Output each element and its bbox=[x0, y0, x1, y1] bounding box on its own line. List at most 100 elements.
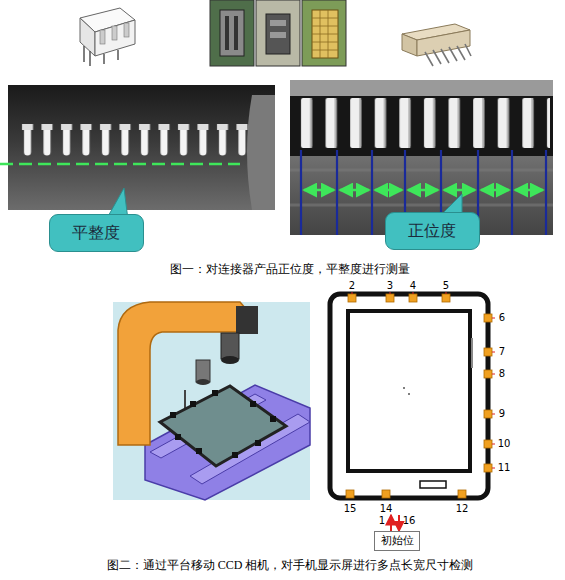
connector-photo bbox=[290, 96, 553, 156]
measure-point bbox=[484, 410, 492, 418]
inspection-machine bbox=[170, 412, 176, 418]
phone-outline bbox=[420, 481, 446, 488]
connector-photo bbox=[0, 163, 240, 166]
connector-photo bbox=[18, 124, 250, 160]
connector-icon bbox=[210, 0, 254, 66]
connector-photo bbox=[371, 150, 373, 235]
leader-line bbox=[446, 292, 447, 294]
connector-photo bbox=[247, 95, 275, 210]
leader-line bbox=[492, 352, 495, 353]
connector-icon bbox=[210, 0, 346, 66]
measure-point bbox=[348, 294, 356, 302]
connector-photo bbox=[511, 150, 513, 235]
connector-icon bbox=[95, 20, 135, 56]
callout-number: 11 bbox=[498, 462, 511, 474]
connector-icon bbox=[266, 14, 290, 54]
leader-line bbox=[413, 292, 414, 294]
connector-icon bbox=[124, 23, 129, 37]
leader-line bbox=[352, 292, 353, 294]
move-arrow bbox=[391, 515, 399, 531]
measure-point bbox=[484, 464, 492, 472]
inspection-machine bbox=[190, 401, 196, 407]
box-text: 正位度 bbox=[408, 222, 456, 240]
callout-number: 6 bbox=[499, 312, 505, 324]
connector-icon bbox=[225, 16, 229, 50]
connector-icon bbox=[402, 34, 417, 56]
connector-icon bbox=[80, 8, 135, 66]
connector-icon bbox=[270, 32, 286, 38]
connector-icon bbox=[89, 51, 91, 66]
connector-photo bbox=[294, 96, 550, 152]
callout-box: 正位度 bbox=[385, 212, 480, 250]
inspection-machine bbox=[270, 416, 276, 422]
connector-icon bbox=[270, 20, 286, 26]
measure-point bbox=[382, 490, 390, 498]
callout-number: 1 bbox=[379, 515, 385, 527]
measure-point bbox=[409, 294, 417, 302]
phone-outline bbox=[471, 338, 473, 368]
measure-point bbox=[484, 348, 492, 356]
phone-outline bbox=[408, 393, 410, 395]
inspection-machine bbox=[196, 360, 210, 382]
callout-number: 7 bbox=[499, 346, 505, 358]
connector-photo bbox=[515, 189, 543, 192]
callout-number: 16 bbox=[403, 515, 416, 527]
inspection-machine bbox=[113, 302, 310, 500]
box-text: 初始位 bbox=[381, 535, 414, 548]
connector-icon bbox=[302, 0, 346, 66]
callout-number: 3 bbox=[387, 280, 393, 292]
connector-photo bbox=[304, 189, 543, 192]
callout-number: 9 bbox=[499, 408, 505, 420]
connector-photo bbox=[545, 150, 547, 235]
connector-photo bbox=[300, 150, 302, 235]
leader-line bbox=[492, 468, 495, 469]
phone-outline bbox=[403, 387, 405, 389]
inspection-machine bbox=[170, 390, 276, 458]
connector-photo bbox=[375, 189, 402, 192]
connector-icon bbox=[234, 16, 238, 50]
callout-number: 10 bbox=[498, 438, 511, 450]
measure-point bbox=[346, 490, 354, 498]
connector-photo bbox=[8, 85, 275, 210]
measure-point bbox=[458, 490, 466, 498]
connector-photo bbox=[340, 189, 369, 192]
connector-icon bbox=[220, 10, 244, 56]
connector-photo bbox=[336, 150, 338, 235]
connector-photo bbox=[444, 189, 475, 192]
start-position-box: 初始位 bbox=[374, 531, 420, 551]
phone-outline bbox=[330, 294, 488, 498]
connector-icon bbox=[117, 50, 119, 60]
connector-icon bbox=[112, 26, 117, 40]
phone-outline bbox=[348, 311, 470, 471]
leader-line bbox=[390, 292, 391, 294]
figure-caption: 图一：对连接器产品正位度，平整度进行测量 bbox=[170, 263, 410, 277]
inspection-machine bbox=[250, 401, 256, 407]
inspection-machine bbox=[221, 333, 239, 359]
measure-point bbox=[484, 314, 492, 322]
inspection-machine bbox=[196, 448, 202, 454]
inspection-machine bbox=[236, 306, 258, 334]
inspection-machine bbox=[113, 302, 310, 500]
connector-icon bbox=[312, 10, 338, 58]
inspection-machine bbox=[221, 356, 239, 364]
inspection-machine bbox=[255, 440, 261, 446]
box-text: 平整度 bbox=[72, 224, 120, 242]
leader-line bbox=[492, 318, 495, 319]
phone-outline bbox=[330, 294, 488, 498]
connector-icon bbox=[100, 30, 105, 44]
connector-icon bbox=[425, 44, 471, 66]
callout-number: 14 bbox=[380, 503, 393, 515]
callout-number: 4 bbox=[410, 280, 416, 292]
connector-icon bbox=[256, 0, 300, 66]
callout-number: 8 bbox=[499, 368, 505, 380]
move-arrow bbox=[390, 515, 392, 531]
leader-line bbox=[492, 444, 495, 445]
callout-box: 平整度 bbox=[49, 214, 144, 252]
connector-photo bbox=[0, 85, 275, 220]
inspection-machine bbox=[196, 379, 210, 385]
connector-photo bbox=[290, 80, 553, 96]
measure-point bbox=[442, 294, 450, 302]
connector-icon bbox=[402, 24, 471, 66]
